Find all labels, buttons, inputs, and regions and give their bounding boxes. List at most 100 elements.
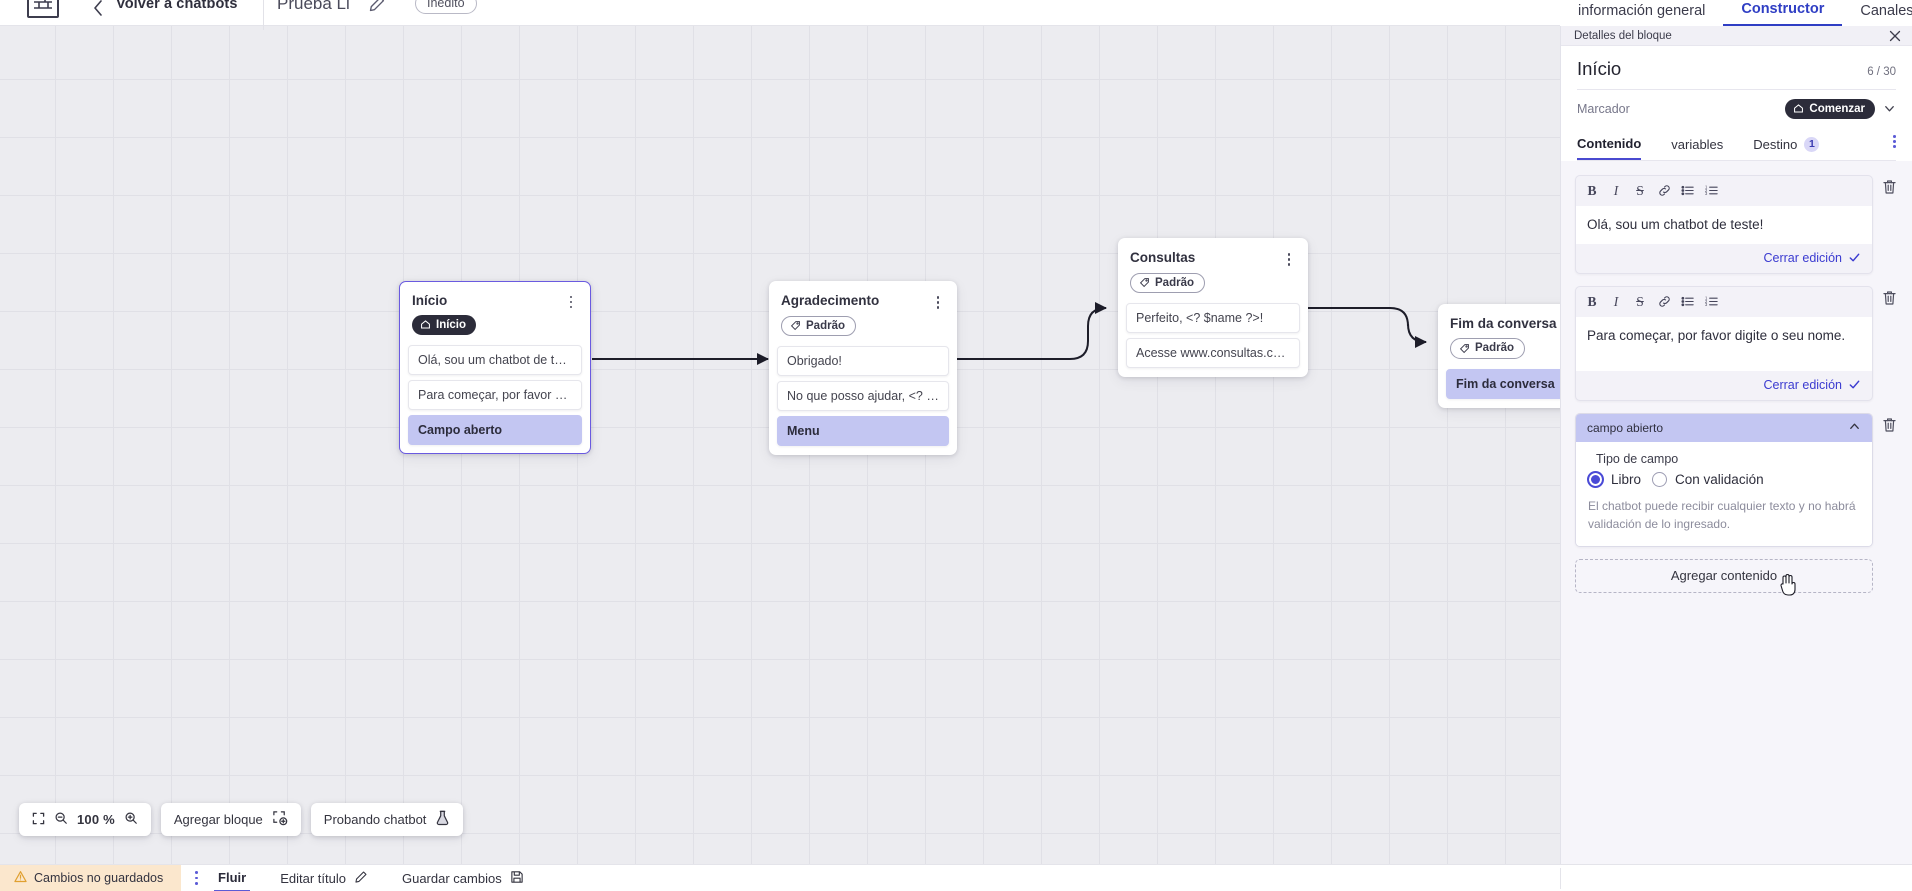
chevron-up-icon[interactable] (1848, 420, 1861, 436)
svg-text:1: 1 (1705, 185, 1708, 190)
node-item[interactable]: No que posso ajudar, <? $name ... (777, 381, 949, 412)
marcador-value-badge[interactable]: Comenzar (1785, 99, 1875, 119)
node-menu-button[interactable] (564, 293, 578, 309)
node-menu-button[interactable] (1282, 250, 1296, 266)
chevron-left-icon[interactable] (88, 0, 108, 18)
field-block-card: campo abierto Tipo de campo Libro (1575, 412, 1898, 547)
close-edit-button[interactable]: Cerrar edición (1763, 378, 1861, 392)
node-tag-row: Início (400, 308, 590, 337)
pencil-icon[interactable] (368, 0, 386, 13)
field-block-header[interactable]: campo abierto (1576, 413, 1872, 442)
node-items: Perfeito, <? $name ?>! Acesse www.consul… (1118, 303, 1308, 369)
edit-title-button[interactable]: Editar título (280, 870, 368, 887)
node-header: Fim da conversa (1438, 314, 1560, 331)
tab-constructor[interactable]: Constructor (1723, 1, 1843, 26)
link-icon[interactable] (1652, 181, 1676, 201)
strikethrough-icon[interactable]: S (1628, 292, 1652, 312)
home-icon (421, 320, 430, 329)
bold-icon[interactable]: B (1580, 292, 1604, 312)
add-content-button[interactable]: Agregar contenido (1575, 558, 1873, 593)
node-item[interactable]: Olá, sou um chatbot de teste! (408, 345, 582, 376)
tab-contenido[interactable]: Contenido (1577, 131, 1642, 160)
node-tag-row: Padrão (769, 309, 957, 339)
marcador-value-label: Comenzar (1809, 102, 1865, 115)
node-tag-badge: Padrão (781, 315, 856, 337)
flow-node-consultas[interactable]: Consultas Padrão Perfeito, <? $name ?>! … (1118, 238, 1308, 378)
svg-text:3: 3 (1705, 303, 1708, 308)
open-field-block: campo abierto Tipo de campo Libro (1575, 412, 1873, 547)
topbar-divider-line (0, 25, 1560, 26)
panel-title-row: Início 6 / 30 (1577, 46, 1896, 89)
flask-icon (435, 810, 450, 829)
svg-text:3: 3 (1705, 191, 1708, 196)
flow-node-agradecimento[interactable]: Agradecimento Padrão Obrigado! No que po… (769, 281, 957, 456)
radio-libro[interactable]: Libro (1588, 471, 1642, 487)
panel-strip: Detalles del bloque (1561, 26, 1912, 46)
node-tag-label: Padrão (1475, 342, 1514, 354)
radio-con-validacion[interactable]: Con validación (1652, 471, 1764, 487)
bulleted-list-icon[interactable] (1676, 292, 1700, 312)
node-item[interactable]: Obrigado! (777, 346, 949, 377)
zoom-out-icon[interactable] (54, 811, 68, 828)
link-icon[interactable] (1652, 292, 1676, 312)
flow-node-inicio[interactable]: Início Início Olá, sou um chatbot de tes… (399, 281, 591, 454)
rte-content[interactable]: Olá, sou um chatbot de teste! (1576, 205, 1872, 244)
radio-libro-label: Libro (1611, 471, 1642, 487)
zoom-controls[interactable]: 100 % (19, 803, 151, 836)
node-item[interactable]: Campo aberto (408, 415, 582, 446)
flow-node-fim-da-conversa[interactable]: Fim da conversa Padrão Fim da conversa (1438, 304, 1560, 408)
pencil-icon (354, 870, 368, 887)
trash-icon[interactable] (1880, 286, 1898, 306)
tag-icon (790, 321, 800, 331)
bottom-bar-menu-button[interactable] (195, 871, 199, 885)
add-block-button[interactable]: Agregar bloque (160, 803, 301, 836)
node-menu-button[interactable] (931, 293, 945, 309)
tab-informacion-general[interactable]: información general (1578, 3, 1706, 19)
node-item[interactable]: Fim da conversa (1446, 368, 1560, 399)
italic-icon[interactable]: I (1604, 181, 1628, 201)
marcador-control[interactable]: Comenzar (1785, 99, 1896, 119)
tab-canales[interactable]: Canales (1860, 3, 1912, 19)
strikethrough-icon[interactable]: S (1628, 181, 1652, 201)
node-title: Agradecimento (781, 293, 880, 308)
back-to-chatbots-link[interactable]: Volver a chatbots (116, 0, 238, 12)
tab-variables[interactable]: variables (1671, 132, 1723, 159)
bulleted-list-icon[interactable] (1676, 181, 1700, 201)
tab-destino[interactable]: Destino 1 (1753, 132, 1820, 159)
tab-contenido-label: Contenido (1577, 135, 1642, 151)
node-item[interactable]: Acesse www.consultas.com par... (1126, 338, 1300, 369)
zoom-level-label: 100 % (77, 812, 115, 827)
node-items: Olá, sou um chatbot de teste! Para começ… (400, 345, 590, 446)
panel-tabs-menu-button[interactable] (1893, 134, 1896, 155)
chevron-down-icon[interactable] (1883, 102, 1896, 115)
trash-icon[interactable] (1880, 175, 1898, 195)
close-icon[interactable] (1888, 29, 1902, 43)
italic-icon[interactable]: I (1604, 292, 1628, 312)
node-item[interactable]: Menu (777, 416, 949, 447)
node-item[interactable]: Para começar, por favor digite o ... (408, 380, 582, 411)
close-edit-button[interactable]: Cerrar edición (1763, 251, 1861, 265)
edit-title-label: Editar título (280, 870, 346, 886)
flow-canvas[interactable]: Início Início Olá, sou um chatbot de tes… (0, 26, 1560, 864)
check-icon (1849, 380, 1860, 389)
rte-content[interactable]: Para começar, por favor digite o seu nom… (1576, 316, 1872, 371)
save-changes-button[interactable]: Guardar cambios (402, 870, 524, 887)
test-chatbot-button[interactable]: Probando chatbot (310, 803, 464, 836)
canvas-toolbar: 100 % Agregar bloque Probando chatbot (19, 803, 464, 836)
node-items: Obrigado! No que posso ajudar, <? $name … (769, 346, 957, 447)
zoom-in-icon[interactable] (124, 811, 138, 828)
fit-screen-icon[interactable] (32, 812, 45, 828)
node-item[interactable]: Perfeito, <? $name ?>! (1126, 303, 1300, 334)
bold-icon[interactable]: B (1580, 181, 1604, 201)
panel-divider (1577, 89, 1896, 90)
tab-fluir[interactable]: Fluir (214, 864, 251, 891)
node-tag-label: Início (436, 318, 467, 331)
app-logo-icon[interactable] (27, 0, 59, 18)
trash-icon[interactable] (1880, 413, 1898, 433)
